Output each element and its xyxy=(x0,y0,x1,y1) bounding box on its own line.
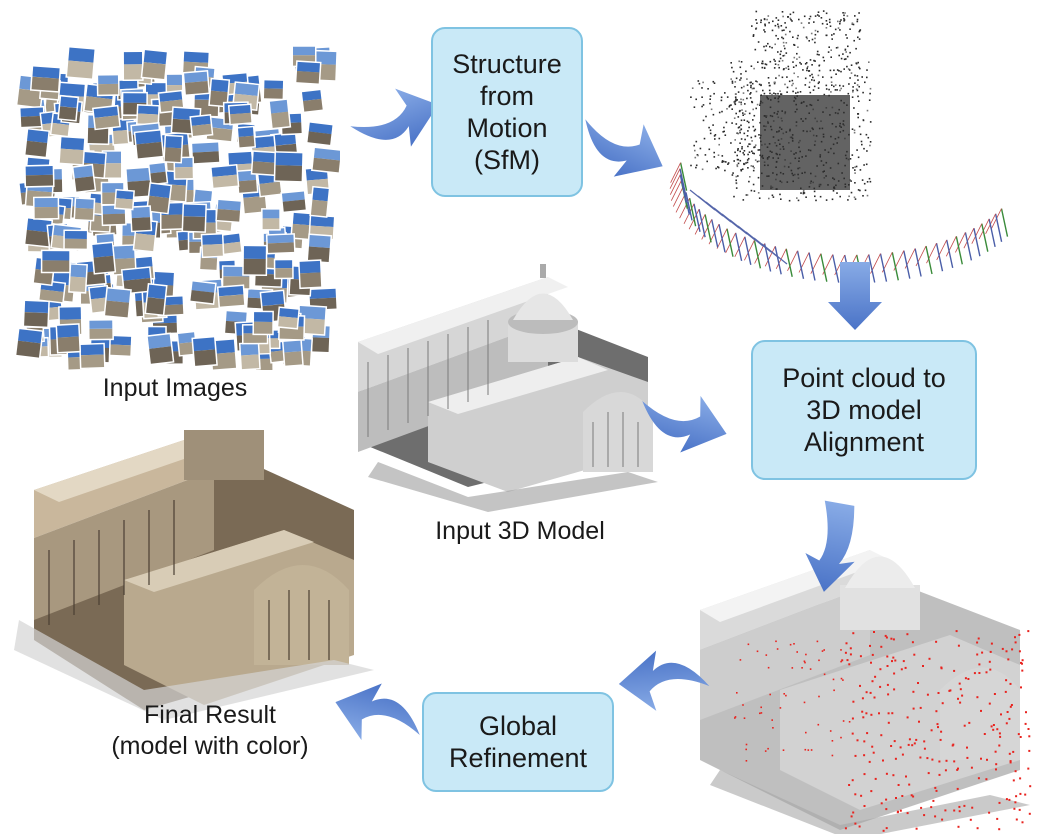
final-result-caption: Final Result (model with color) xyxy=(60,700,360,762)
alignment-box: Point cloud to 3D model Alignment xyxy=(751,340,977,480)
input-images-caption: Input Images xyxy=(60,373,290,404)
sfm-label-line-3: Motion xyxy=(466,113,548,143)
sfm-label-line-1: Structure xyxy=(452,49,562,79)
alignment-label-line-3: Alignment xyxy=(803,427,925,457)
final-result-caption-line-1: Final Result xyxy=(144,701,276,729)
refinement-label-line-2: Refinement xyxy=(448,743,588,773)
arrow-refinement-to-final-icon xyxy=(335,683,420,741)
input-images-caption-text: Input Images xyxy=(102,374,248,402)
final-result-caption-line-2: (model with color) xyxy=(111,732,309,760)
input-model-caption: Input 3D Model xyxy=(400,516,640,547)
refinement-label-line-1: Global xyxy=(478,711,558,741)
input-model-caption-text: Input 3D Model xyxy=(435,517,605,545)
arrow-images-to-sfm-icon xyxy=(350,88,439,147)
arrow-model-to-alignment-icon xyxy=(642,395,727,453)
refinement-box: Global Refinement xyxy=(422,692,614,792)
alignment-label-line-1: Point cloud to xyxy=(782,363,946,393)
sfm-label-line-4: (SfM) xyxy=(474,145,540,175)
point-cloud-icon xyxy=(669,10,1009,284)
arrow-sfm-to-cloud-icon xyxy=(585,119,663,177)
photo-collage-icon xyxy=(14,45,340,370)
alignment-label-line-2: 3D model xyxy=(806,395,922,425)
sfm-box: Structure from Motion (SfM) xyxy=(431,27,583,197)
arrow-cloud-to-alignment-icon xyxy=(828,262,882,330)
arrow-red-to-refinement-icon xyxy=(618,650,710,711)
arrow-alignment-to-red-icon xyxy=(805,500,855,592)
sfm-label-line-2: from xyxy=(480,81,534,111)
